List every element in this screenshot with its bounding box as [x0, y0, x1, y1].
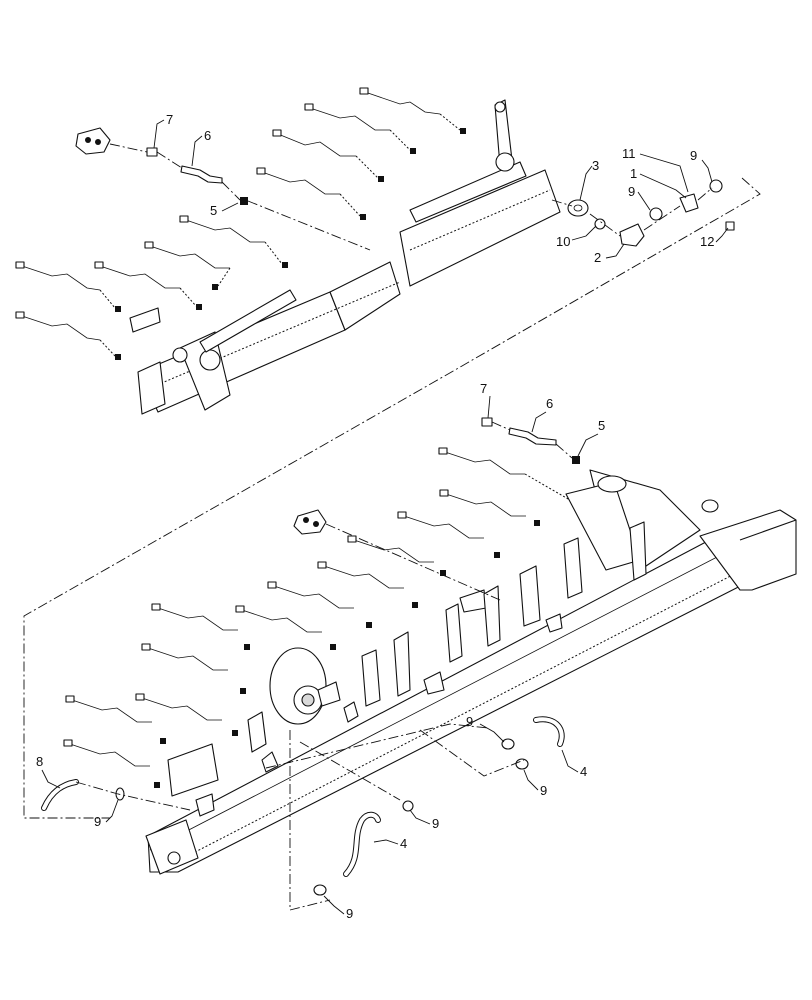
callout-3: 3: [592, 158, 599, 173]
callout-9-lower-a: 9: [94, 814, 101, 829]
lower-valve-block: [293, 509, 327, 535]
lower-tube-6: [508, 427, 557, 446]
upper-frame-tube-right: [399, 169, 561, 287]
lower-hoses: [41, 716, 565, 911]
callout-9-lower-e: 9: [346, 906, 353, 921]
adapter-1: [679, 193, 699, 213]
elbow-2: [619, 223, 645, 247]
callout-7-upper: 7: [166, 112, 173, 127]
nut-12: [725, 221, 735, 231]
callout-9-upper-b: 9: [690, 148, 697, 163]
callouts-upper: 7 6 5 3 11 1 9 9 10 2 12: [153, 112, 729, 265]
callout-9-lower-c: 9: [540, 783, 547, 798]
upper-valve-block: [75, 127, 111, 155]
callout-9-lower-b: 9: [466, 714, 473, 729]
upper-nut-5: [240, 197, 248, 205]
callouts-lower: 7 6 5 8 9 9 9 9 9 4 4: [36, 381, 605, 921]
lower-hose-rows: [63, 447, 571, 788]
upper-hydraulic-cylinder-left: [199, 289, 297, 353]
upper-frame-tube-mid: [329, 261, 401, 331]
fan-disc: [269, 647, 327, 725]
upper-hose-rows: [15, 87, 466, 360]
upper-hydraulic-cylinder-right: [409, 161, 527, 223]
callout-11: 11: [622, 146, 636, 161]
flange-3: [567, 199, 589, 217]
upper-exploded-fittings: [551, 179, 735, 247]
callout-9-upper-a: 9: [628, 184, 635, 199]
group-boundary: [23, 177, 761, 819]
upper-hitch-plate: [179, 331, 231, 411]
callout-7-lower: 7: [480, 381, 487, 396]
callout-5-upper: 5: [210, 203, 217, 218]
callout-6-lower: 6: [546, 396, 553, 411]
lower-main-beam: [147, 523, 761, 873]
clamp-9-upper: [501, 738, 515, 750]
callout-5-lower: 5: [598, 418, 605, 433]
clamp-9-bottom: [313, 884, 327, 896]
callout-4-lower: 4: [400, 836, 407, 851]
upper-fitting-7: [146, 147, 158, 157]
callout-2: 2: [594, 250, 601, 265]
clamp-9a: [649, 207, 663, 221]
callout-6-upper: 6: [204, 128, 211, 143]
lower-fitting-7: [481, 417, 493, 427]
clamp-9-lower: [515, 758, 529, 770]
upper-frame-tube-left: [139, 291, 346, 413]
callout-10: 10: [556, 234, 570, 249]
upper-assembly: [15, 87, 735, 415]
upper-tube-6: [180, 165, 223, 184]
lower-end-block: [699, 509, 797, 591]
callout-8: 8: [36, 754, 43, 769]
callout-4-right: 4: [580, 764, 587, 779]
callout-1: 1: [630, 166, 637, 181]
meter-block-left: [167, 743, 219, 797]
clamp-9-mid: [402, 800, 414, 812]
lower-assembly: [41, 417, 797, 911]
lower-clevis: [145, 819, 199, 875]
callout-9-lower-d: 9: [432, 816, 439, 831]
upper-end-bracket: [137, 361, 166, 415]
callout-12: 12: [700, 234, 714, 249]
lower-nut-5: [572, 456, 580, 464]
clamp-10: [594, 218, 606, 230]
clamp-9b: [709, 179, 723, 193]
